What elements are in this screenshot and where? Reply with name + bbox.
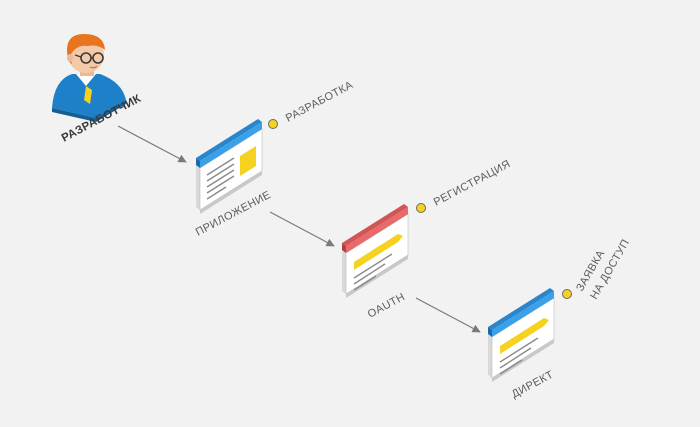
node-label-oauth: OAUTH	[366, 291, 407, 321]
developer-avatar-icon	[52, 34, 126, 122]
stage-dot-direct	[562, 289, 572, 299]
arrow-developer-to-app	[117, 125, 187, 163]
node-label-direct: ДИРЕКТ	[510, 369, 556, 401]
stage-dot-app	[268, 119, 278, 129]
direct-window-icon	[488, 288, 555, 382]
stage-dot-oauth	[416, 203, 426, 213]
app-window-icon	[196, 119, 263, 214]
arrow-oauth-to-direct	[415, 297, 481, 333]
oauth-window-icon	[342, 204, 409, 298]
arrow-app-to-oauth	[269, 211, 335, 247]
stage-label-oauth: РЕГИСТРАЦИЯ	[432, 158, 513, 209]
stage-label-app: РАЗРАБОТКА	[284, 79, 356, 125]
